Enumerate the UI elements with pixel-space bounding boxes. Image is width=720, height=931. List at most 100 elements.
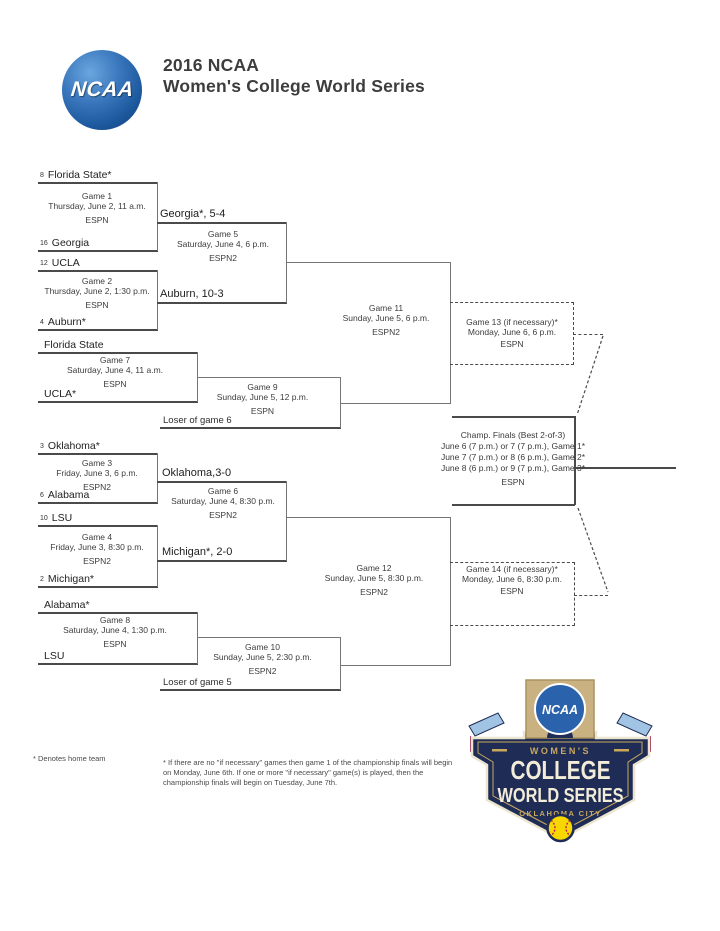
logo-ncaa-disc <box>534 683 586 735</box>
game4-label: Game 4 <box>81 532 113 542</box>
game14-when: Monday, June 6, 8:30 p.m. <box>461 573 562 584</box>
title-line2: Women's College World Series <box>163 76 425 96</box>
logo-ncaa-text: NCAA <box>542 703 578 717</box>
game3-info: Game 3 Friday, June 3, 6 p.m. ESPN2 <box>38 458 156 493</box>
team-name-oklahoma: Oklahoma* <box>47 440 100 452</box>
game4-vertical <box>157 525 158 587</box>
seed-georgia: 16 <box>40 240 48 247</box>
game9-vertical <box>340 377 341 428</box>
game10-vertical <box>340 637 341 690</box>
elim-line-alabama <box>38 612 198 614</box>
game13-to-finals-diagonal <box>576 335 604 416</box>
game11-when: Sunday, June 5, 6 p.m. <box>342 312 430 323</box>
seed-fsu: 8 <box>40 172 44 179</box>
game3-vertical <box>157 453 158 503</box>
game10-winner-line <box>340 665 451 666</box>
game9-network: ESPN <box>250 406 275 416</box>
game12-label: Game 12 <box>356 563 392 573</box>
game4-info: Game 4 Friday, June 3, 8:30 p.m. ESPN2 <box>38 532 156 567</box>
champ-bottom-line <box>452 504 575 506</box>
game1-winner-line <box>157 222 287 224</box>
team-line-auburn <box>38 329 158 331</box>
game9-info: Game 9 Sunday, June 5, 12 p.m. ESPN <box>195 382 330 417</box>
logo-bar-left <box>492 749 507 752</box>
game9-label: Game 9 <box>247 382 278 392</box>
logo-left-banner <box>468 712 505 737</box>
team-name-lsu: LSU <box>51 512 73 524</box>
game8-info: Game 8 Saturday, June 4, 1:30 p.m. ESPN <box>40 615 190 650</box>
logo-city-text: OKLAHOMA CITY <box>519 809 602 818</box>
game13-label: Game 13 (if necessary)* <box>466 317 558 327</box>
game2-winner: Auburn, 10-3 <box>160 288 224 300</box>
game2-label: Game 2 <box>81 276 113 286</box>
game14-dashed-vertical <box>574 562 575 626</box>
game1-info: Game 1 Thursday, June 2, 11 a.m. ESPN <box>38 191 156 226</box>
game14-label: Game 14 (if necessary)* <box>466 564 558 574</box>
game1-label: Game 1 <box>81 191 113 201</box>
game7-network: ESPN <box>103 379 127 389</box>
wcws-logo: NCAA WOMEN'S COLLEGE WORLD SERIES OKLAHO… <box>468 679 653 843</box>
seed-alabama: 6 <box>40 492 44 499</box>
game7-winner-line <box>197 377 341 378</box>
game10-info: Game 10 Sunday, June 5, 2:30 p.m. ESPN2 <box>195 642 330 677</box>
game6-when: Saturday, June 4, 8:30 p.m. <box>171 495 275 506</box>
game13-dashed-top <box>450 302 574 303</box>
game12-network: ESPN2 <box>360 587 388 597</box>
game3-when: Friday, June 3, 6 p.m. <box>56 467 138 478</box>
game2-when: Thursday, June 2, 1:30 p.m. <box>44 285 150 296</box>
team-line-lsu <box>38 525 158 527</box>
loser-of-game6-label: Loser of game 6 <box>163 415 232 426</box>
team-name-alabama: Alabama <box>47 489 90 501</box>
seed-lsu: 10 <box>40 515 48 522</box>
game6-label: Game 6 <box>207 486 239 496</box>
game2-winner-line <box>157 302 287 304</box>
champ-game3: June 8 (6 p.m.) or 9 (7 p.m.), Game 3* <box>440 463 586 473</box>
game8-network: ESPN <box>103 639 127 649</box>
team-line-ucla <box>38 270 158 272</box>
game8-vertical <box>197 612 198 664</box>
team-line-fsu <box>38 182 158 184</box>
game14-info: Game 14 (if necessary)* Monday, June 6, … <box>450 564 574 597</box>
game8-winner-line <box>197 637 341 638</box>
game5-label: Game 5 <box>207 229 239 239</box>
game3-network: ESPN2 <box>83 482 111 492</box>
logo-womens-text: WOMEN'S <box>530 746 591 756</box>
seed-oklahoma: 3 <box>40 443 44 450</box>
game13-network: ESPN <box>500 339 524 349</box>
elim-line-fsu <box>38 352 198 354</box>
logo-bar-right <box>614 749 629 752</box>
champion-line <box>574 467 676 469</box>
championship-finals-info: Champ. Finals (Best 2-of-3) June 6 (7 p.… <box>433 430 593 488</box>
elim-team-lsu: LSU <box>44 650 65 662</box>
team-line-oklahoma <box>38 453 158 455</box>
loser-of-game5-line <box>160 689 341 691</box>
logo-softball <box>546 813 575 843</box>
game13-dashed-vertical <box>573 302 574 365</box>
game2-vertical <box>157 270 158 330</box>
game10-label: Game 10 <box>245 642 280 652</box>
seed-auburn: 4 <box>40 319 44 326</box>
logo-softball-seam-left <box>550 819 556 837</box>
game1-vertical <box>157 182 158 251</box>
game1-network: ESPN <box>85 215 109 225</box>
logo-college-text: COLLEGE <box>511 755 611 785</box>
game5-network: ESPN2 <box>209 253 237 263</box>
seed-ucla: 12 <box>40 260 48 267</box>
game1-when: Thursday, June 2, 11 a.m. <box>48 200 146 211</box>
game12-vertical <box>450 517 451 666</box>
game12-when: Sunday, June 5, 8:30 p.m. <box>324 572 424 583</box>
game4-winner-line <box>157 560 287 562</box>
elim-line-lsu <box>38 663 198 665</box>
elim-team-florida-state: Florida State <box>44 339 104 351</box>
game14-dashed-top <box>450 562 575 563</box>
game11-network: ESPN2 <box>372 327 400 337</box>
game14-output-dash <box>574 595 608 596</box>
team-name-auburn: Auburn* <box>47 316 86 328</box>
